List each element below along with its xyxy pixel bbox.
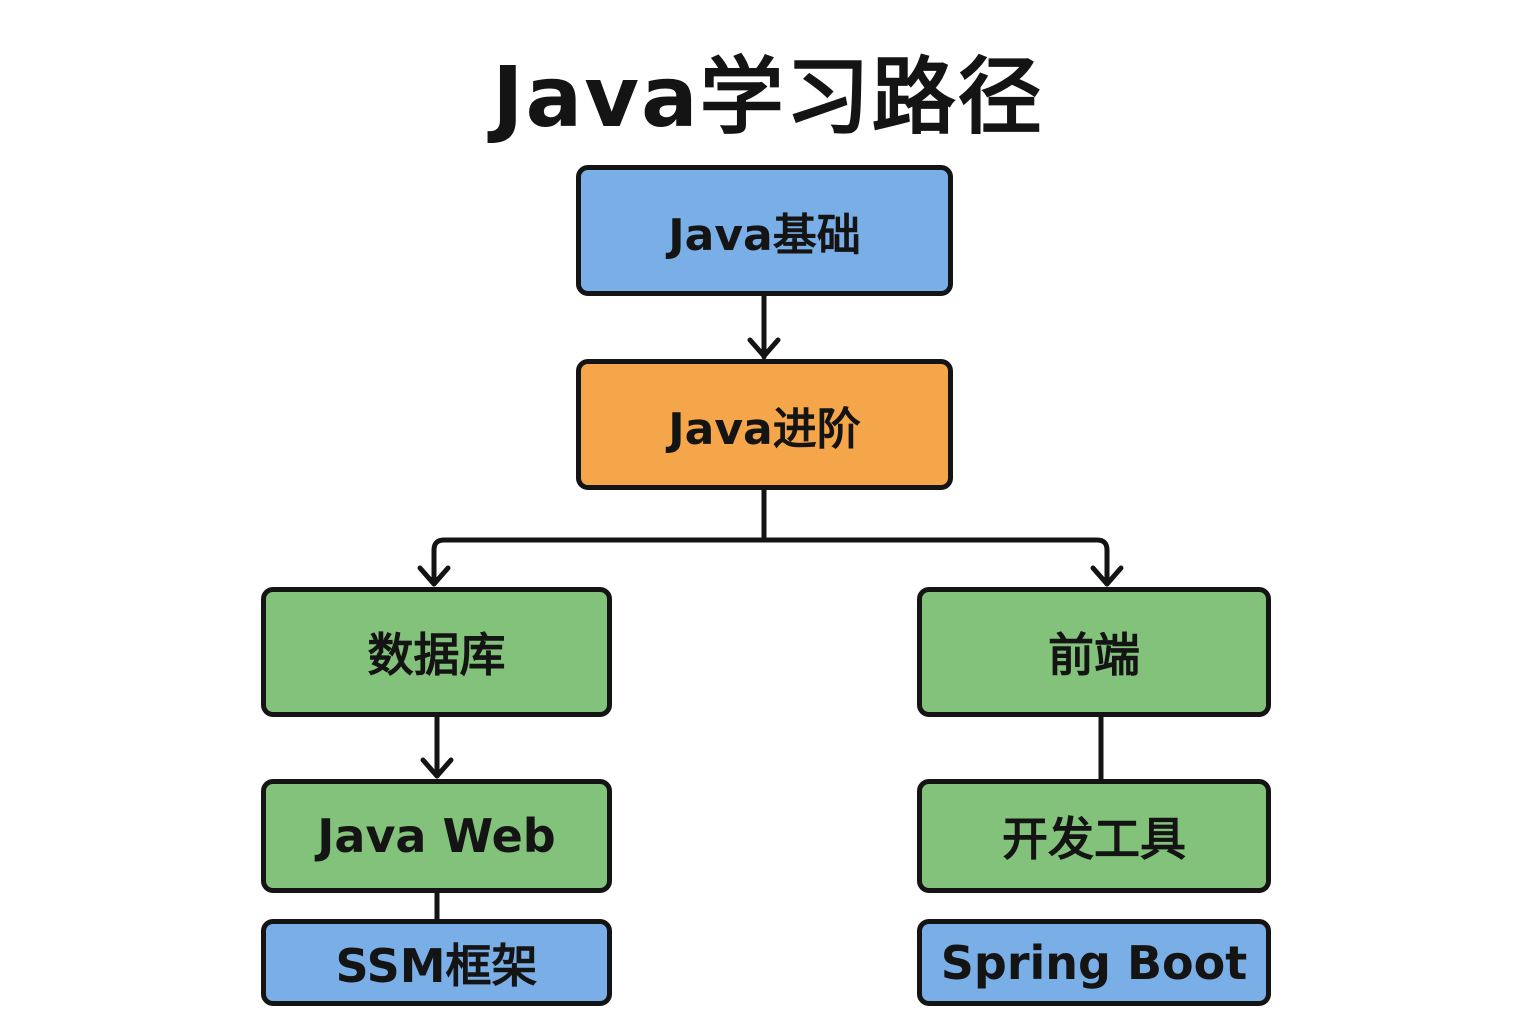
node-java-web: Java Web	[261, 779, 612, 893]
arrowhead-advanced	[747, 337, 781, 359]
arrowhead-javaweb	[420, 757, 454, 779]
node-label: Java进阶	[668, 403, 861, 455]
node-java-basics: Java基础	[576, 165, 953, 296]
node-label: 数据库	[367, 628, 506, 682]
node-label: 开发工具	[1002, 812, 1186, 866]
arrowhead-frontend	[1090, 565, 1124, 587]
node-java-advanced: Java进阶	[576, 359, 953, 490]
edge-branch-right	[761, 537, 1110, 587]
node-label: Spring Boot	[940, 935, 1248, 990]
diagram-title: Java学习路径	[492, 48, 1044, 146]
node-spring-boot: Spring Boot	[917, 919, 1271, 1006]
node-label: Java Web	[317, 809, 556, 863]
edge-branch-left	[431, 537, 767, 587]
arrowhead-database	[417, 565, 451, 587]
node-frontend: 前端	[917, 587, 1271, 717]
node-database: 数据库	[261, 587, 612, 717]
node-dev-tools: 开发工具	[917, 779, 1271, 893]
node-ssm-framework: SSM框架	[261, 919, 612, 1006]
node-label: Java基础	[668, 209, 861, 261]
node-label: SSM框架	[335, 938, 538, 993]
node-label: 前端	[1048, 628, 1140, 682]
